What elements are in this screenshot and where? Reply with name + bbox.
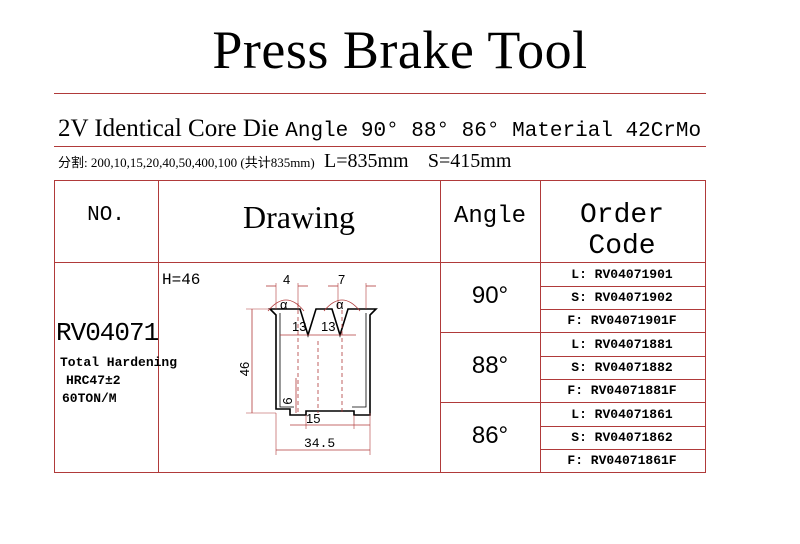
order-code-86-f: F: RV04071861F <box>567 453 677 468</box>
code-divider <box>540 286 705 287</box>
spec-sections: 分割: 200,10,15,20,40,50,400,100 (共计835mm) <box>58 155 315 170</box>
model-number: RV04071 <box>56 318 159 348</box>
table-bottom-border <box>54 472 706 473</box>
dim-top-right: 7 <box>338 272 345 287</box>
row-divider-2 <box>440 402 705 403</box>
order-code-88-s: S: RV04071882 <box>571 360 673 375</box>
subtitle-angles: Angle 90° 88° 86° Material 42CrMo <box>285 120 702 143</box>
die-drawing: 4 7 α α 13 13 46 6 15 34.5 <box>237 272 378 455</box>
spec-line: 分割: 200,10,15,20,40,50,400,100 (共计835mm)… <box>58 151 511 173</box>
angle-88: 88° <box>471 352 509 379</box>
dim-v-left: 13 <box>292 319 306 334</box>
subtitle-main: 2V Identical Core Die <box>58 115 286 142</box>
header-drawing: Drawing <box>243 199 355 235</box>
dim-v-right: 13 <box>321 319 335 334</box>
dim-top-left: 4 <box>283 272 290 287</box>
spec-spacing: S=415mm <box>427 150 512 172</box>
note-tonnage: 60TON/M <box>62 391 117 406</box>
header-bottom-border <box>54 262 706 263</box>
row-divider-1 <box>440 332 705 333</box>
height-label: H=46 <box>162 271 201 289</box>
alpha-left: α <box>280 297 288 312</box>
alpha-right: α <box>336 297 344 312</box>
spec-length: L=835mm <box>324 150 409 172</box>
note-hrc: HRC47±2 <box>66 373 121 388</box>
table-right-border <box>705 180 706 472</box>
order-code-88-f: F: RV04071881F <box>567 383 677 398</box>
title-divider <box>54 93 706 94</box>
page-title: Press Brake Tool <box>212 20 588 80</box>
order-code-90-f: F: RV04071901F <box>567 313 677 328</box>
die-inner-line <box>352 313 367 408</box>
header-angle: Angle <box>453 203 526 230</box>
header-order-code: Order Code <box>579 200 664 262</box>
order-code-90-l: L: RV04071901 <box>571 267 673 282</box>
note-hardening: Total Hardening <box>60 355 178 370</box>
order-code-86-s: S: RV04071862 <box>571 430 673 445</box>
dim-base-width: 34.5 <box>304 436 335 451</box>
angle-86: 86° <box>471 422 509 449</box>
code-divider <box>540 379 705 380</box>
angle-90: 90° <box>471 282 509 309</box>
dim-slot-width: 15 <box>306 411 320 426</box>
order-code-90-s: S: RV04071902 <box>571 290 673 305</box>
dim-height: 46 <box>237 362 252 376</box>
order-code-88-l: L: RV04071881 <box>571 337 673 352</box>
die-outline <box>268 308 378 416</box>
code-divider <box>540 356 705 357</box>
code-divider <box>540 309 705 310</box>
code-divider <box>540 426 705 427</box>
table-left-border <box>54 180 55 472</box>
dim-slot-depth: 6 <box>280 397 295 404</box>
subtitle: 2V Identical Core Die Angle 90° 88° 86° … <box>58 114 701 147</box>
code-divider <box>540 449 705 450</box>
table-top-border <box>54 180 706 181</box>
col-divider-angle <box>540 180 541 472</box>
col-divider-drawing <box>440 180 441 472</box>
order-code-86-l: L: RV04071861 <box>571 407 673 422</box>
col-divider-no <box>158 180 159 472</box>
header-no: NO. <box>87 204 125 227</box>
subtitle-divider <box>54 146 706 147</box>
die-inner-line <box>279 313 294 408</box>
